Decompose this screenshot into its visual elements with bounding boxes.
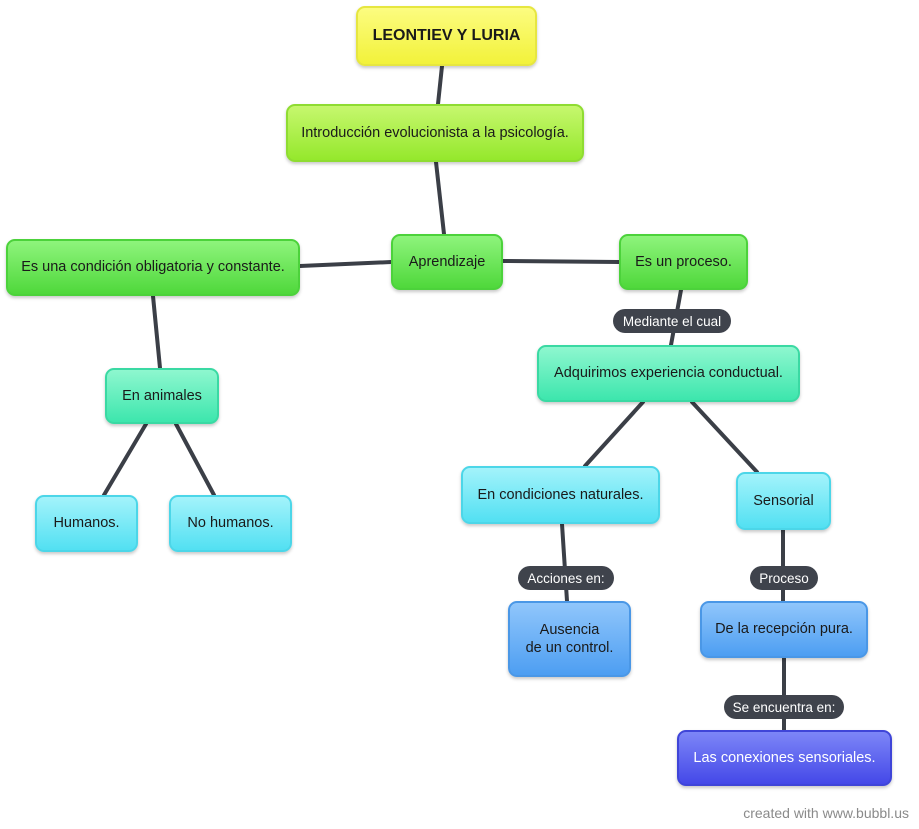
edge-aprendizaje-proceso xyxy=(501,259,621,264)
bubbl-credit: created with www.bubbl.us xyxy=(743,805,909,821)
node-text: Es un proceso. xyxy=(635,253,732,270)
edge-condicion-animales xyxy=(151,294,162,370)
node-text: Humanos. xyxy=(53,515,120,532)
node-condiciones-naturales[interactable]: En condiciones naturales. xyxy=(461,466,660,524)
node-text: Sensorial xyxy=(753,492,814,509)
edge-label-se-encuentra-en: Se encuentra en: xyxy=(724,695,844,719)
edge-label-text: Proceso xyxy=(759,570,809,586)
edge-introduccion-aprendizaje xyxy=(434,160,446,236)
node-text: Las conexiones sensoriales. xyxy=(693,749,876,766)
node-text: De la recepción pura. xyxy=(715,621,853,638)
edge-leontiev-introduccion xyxy=(436,64,444,106)
node-conexiones-sensoriales[interactable]: Las conexiones sensoriales. xyxy=(677,730,892,786)
node-recepcion-pura[interactable]: De la recepción pura. xyxy=(700,601,868,658)
edge-animales-humanos xyxy=(102,422,148,497)
node-text: Aprendizaje xyxy=(408,253,486,270)
edge-animales-nohumanos xyxy=(174,422,216,497)
edge-label-text: Se encuentra en: xyxy=(732,699,836,715)
node-condicion-obligatoria[interactable]: Es una condición obligatoria y constante… xyxy=(6,239,300,296)
node-ausencia-control[interactable]: Ausencia de un control. xyxy=(508,601,631,677)
edge-label-text: Mediante el cual xyxy=(622,313,722,329)
node-humanos[interactable]: Humanos. xyxy=(35,495,138,552)
node-no-humanos[interactable]: No humanos. xyxy=(169,495,292,552)
node-leontiev-y-luria[interactable]: LEONTIEV Y LURIA xyxy=(356,6,537,66)
node-text: Adquirimos experiencia conductual. xyxy=(554,365,783,382)
node-en-animales[interactable]: En animales xyxy=(105,368,219,424)
edge-label-proceso: Proceso xyxy=(750,566,818,590)
node-es-un-proceso[interactable]: Es un proceso. xyxy=(619,234,748,290)
edge-aprendizaje-condicion xyxy=(298,260,393,268)
node-sensorial[interactable]: Sensorial xyxy=(736,472,831,530)
node-text: En animales xyxy=(122,387,202,404)
node-adquirimos-experiencia[interactable]: Adquirimos experiencia conductual. xyxy=(537,345,800,402)
node-text-line-1: Ausencia xyxy=(539,621,600,638)
node-text: En condiciones naturales. xyxy=(477,486,644,503)
node-text: No humanos. xyxy=(187,515,274,532)
node-aprendizaje[interactable]: Aprendizaje xyxy=(391,234,503,290)
edge-adquirimos-naturales xyxy=(583,400,645,468)
node-text: LEONTIEV Y LURIA xyxy=(372,27,521,44)
edge-label-mediante-el-cual: Mediante el cual xyxy=(613,309,731,333)
node-introduccion[interactable]: Introducción evolucionista a la psicolog… xyxy=(286,104,584,162)
node-text-line-2: de un control. xyxy=(525,640,614,656)
node-text: Es una condición obligatoria y constante… xyxy=(21,259,285,276)
edge-label-acciones-en: Acciones en: xyxy=(518,566,614,590)
edge-label-text: Acciones en: xyxy=(527,570,605,586)
node-text: Introducción evolucionista a la psicolog… xyxy=(301,124,569,141)
edge-adquirimos-sensorial xyxy=(690,400,759,474)
